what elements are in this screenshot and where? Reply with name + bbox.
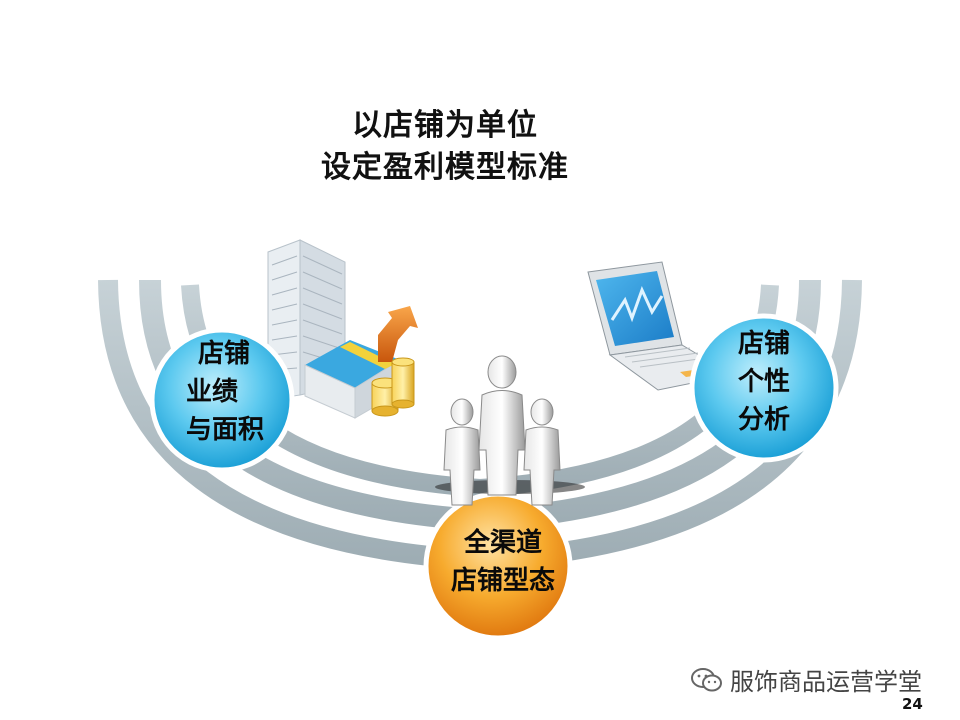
right-label-line-1: 店铺 bbox=[738, 329, 791, 359]
right-circle-label: 店铺 个性 分析 bbox=[738, 325, 790, 439]
wechat-icon bbox=[691, 667, 722, 691]
left-circle bbox=[149, 327, 295, 473]
right-label-line-3: 分析 bbox=[738, 405, 791, 435]
title-line-2: 设定盈利模型标准 bbox=[321, 150, 569, 185]
footer-brand: 服饰商品运营学堂 bbox=[690, 662, 922, 697]
footer-brand-text: 服饰商品运营学堂 bbox=[730, 668, 922, 696]
bottom-label-line-2: 店铺型态 bbox=[450, 566, 555, 596]
bottom-circle-label: 全渠道 店铺型态 bbox=[448, 524, 558, 600]
right-label-line-2: 个性 bbox=[738, 367, 791, 397]
left-label-line-2: 业绩 bbox=[186, 377, 239, 407]
left-label-line-3: 与面积 bbox=[186, 415, 265, 445]
left-label-line-1: 店铺 bbox=[198, 339, 251, 369]
page-number: 24 bbox=[902, 695, 923, 713]
title-line-1: 以店铺为单位 bbox=[352, 108, 538, 143]
growth-arrow-icon bbox=[378, 306, 418, 362]
people-group-icon bbox=[435, 355, 585, 506]
coin-stack-icon bbox=[371, 357, 415, 417]
bottom-label-line-1: 全渠道 bbox=[463, 528, 542, 558]
left-circle-label: 店铺 业绩 与面积 bbox=[186, 335, 264, 449]
right-circle bbox=[689, 313, 839, 463]
